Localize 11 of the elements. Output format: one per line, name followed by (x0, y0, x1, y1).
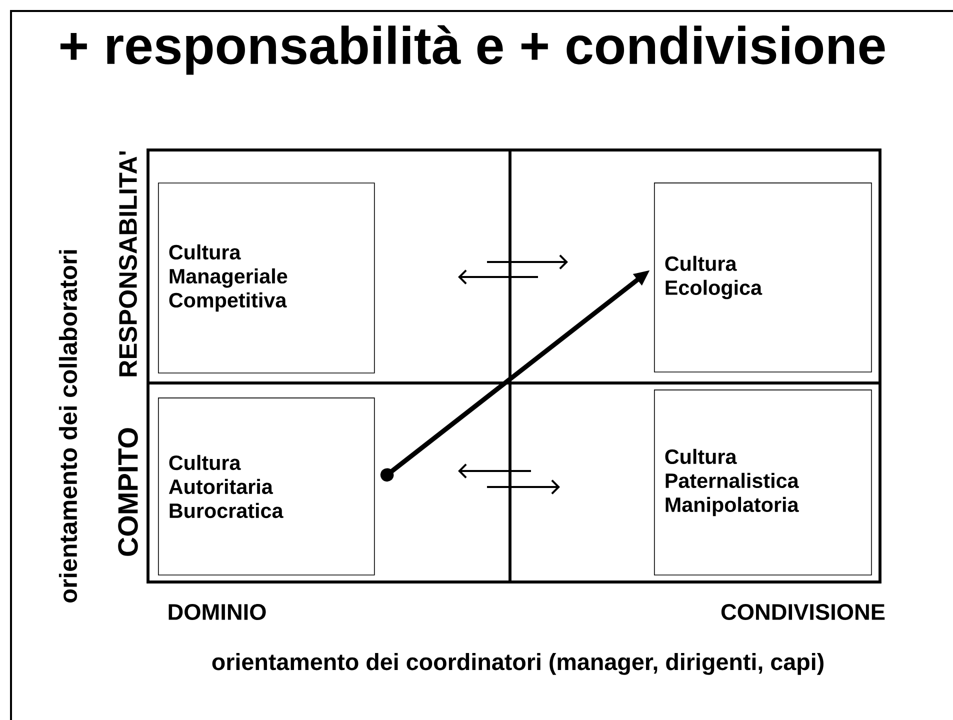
culture-box: Cultura Autoritaria Burocratica (158, 398, 375, 576)
axis-label: COMPITO (118, 428, 138, 556)
axis-label: orientamento dei collaboratori (58, 250, 78, 603)
culture-box: Cultura Paternalistica Manipolatoria (654, 390, 872, 576)
axis-label: CONDIVISIONE (721, 604, 885, 620)
axis-label: RESPONSABILITA' (119, 151, 137, 376)
culture-box: Cultura Ecologica (654, 182, 872, 372)
culture-box: Cultura Manageriale Competitiva (158, 182, 375, 374)
axis-label: DOMINIO (168, 604, 266, 620)
axis-label: orientamento dei coordinatori (manager, dirigenti, capi) (212, 653, 824, 675)
title: + responsabilità e + condivisione (60, 25, 885, 75)
